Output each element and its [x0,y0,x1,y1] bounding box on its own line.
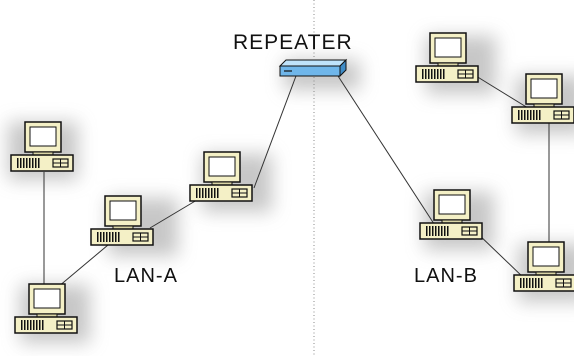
lan-b-label: LAN-B [414,265,478,287]
link-lan-a-to-repeater [253,75,297,189]
repeater-label: REPEATER [233,31,353,54]
link-lan-a-chain-upper [149,196,203,229]
link-lan-b-upper [475,75,529,109]
lan-a-label: LAN-A [114,265,178,287]
link-repeater-to-lan-b [337,75,439,231]
connections [43,75,550,293]
link-lan-b-lower [475,231,527,281]
repeater-device-icon [278,58,348,78]
shadows [8,36,574,343]
